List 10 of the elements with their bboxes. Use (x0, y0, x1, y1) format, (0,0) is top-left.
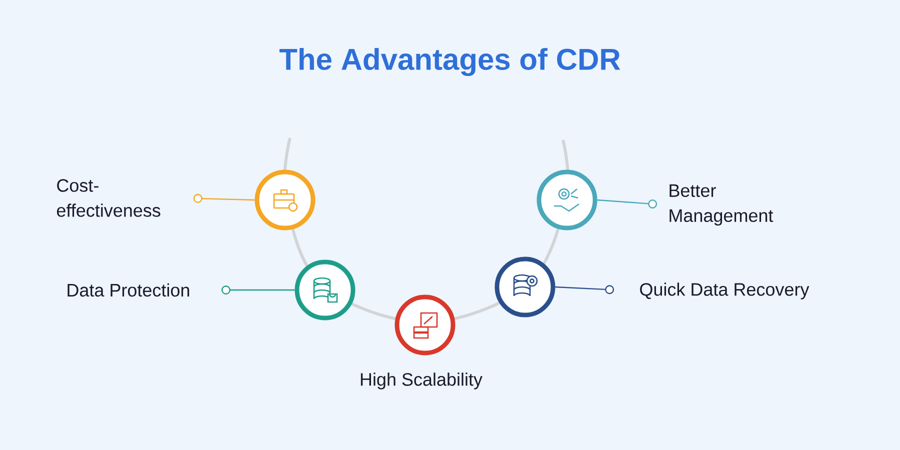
label-text: Better Management (670, 184, 774, 226)
title: The Advantages of CDR (279, 48, 620, 76)
leader-line (193, 194, 255, 203)
label-text: Cost-effectiveness (56, 179, 160, 217)
label-text: Quick Data Recovery (640, 282, 810, 300)
node-caption: High Scalability (360, 372, 482, 390)
leader-line (555, 285, 614, 294)
label-text: Data Protection (68, 283, 190, 297)
leader-line (597, 199, 658, 208)
leader-line (221, 286, 295, 294)
